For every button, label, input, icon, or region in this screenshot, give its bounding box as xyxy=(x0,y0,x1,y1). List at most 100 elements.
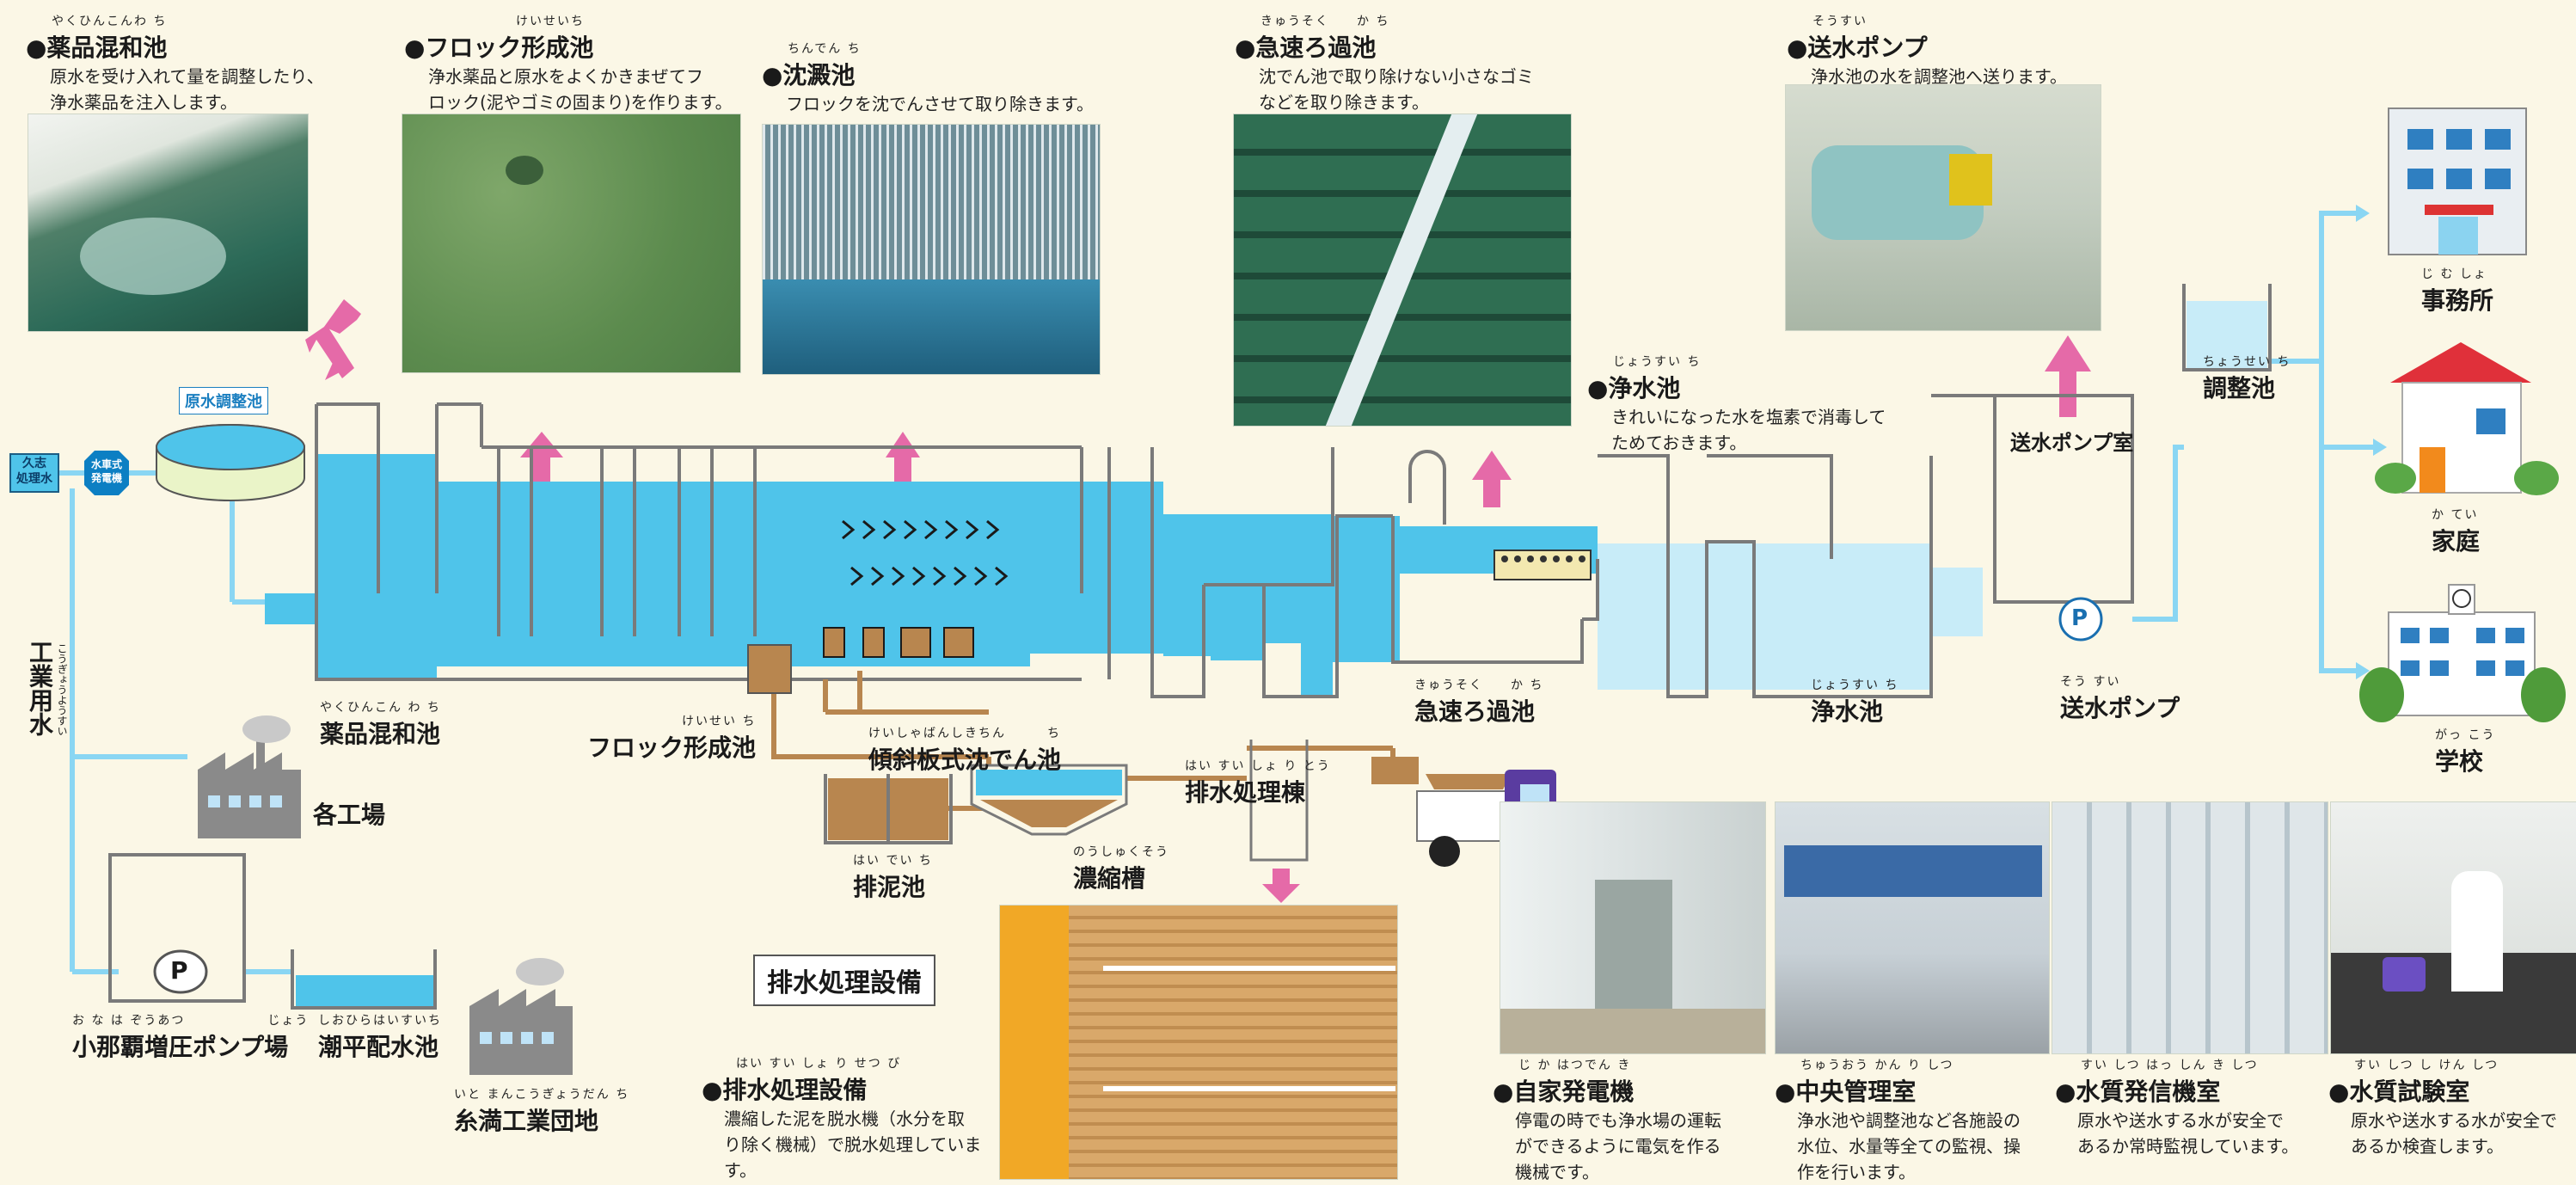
section-title: ●水質試験室 xyxy=(2328,1078,2470,1106)
section-desc: ロック(泥やゴミの固まり)を作ります。 xyxy=(428,92,733,113)
pump-room-label: 送水ポンプ室 xyxy=(2010,431,2134,455)
ruby: はい でい ち xyxy=(853,854,933,868)
section-desc: 沈でん池で取り除けない小さなゴミ xyxy=(1259,66,1534,87)
ruby: がっ こう xyxy=(2435,728,2496,742)
section-ruby: はい すい しょ り せつ び xyxy=(736,1057,902,1071)
thick-label: のうしゅくそう 濃縮槽 xyxy=(1073,843,1169,894)
section-desc: フロックを沈でんさせて取り除きます。 xyxy=(786,94,1094,114)
section-clear-text: じょうすい ち ●浄水池 きれいになった水を塩素で消毒して ためておきます。 xyxy=(1587,353,1948,456)
section-desc: ためておきます。 xyxy=(1611,433,1747,453)
section-desc: 停電の時でも浄水場の運転 xyxy=(1515,1110,1721,1131)
label: 事務所 xyxy=(2421,286,2494,315)
factory-icon xyxy=(469,958,573,1075)
label: 潮平配水池 xyxy=(318,1033,439,1061)
section-lab-text: すい しつ し けん しつ ●水質試験室 原水や送水する水が安全で あるか検査し… xyxy=(2328,1056,2576,1159)
school-label: がっ こう 学校 xyxy=(2435,726,2495,777)
mixing-label: やくひんこん わ ち 薬品混和池 xyxy=(320,698,441,750)
section-title: ●浄水池 xyxy=(1587,374,1681,402)
photo-mixing-basin xyxy=(28,114,309,332)
filter-bed xyxy=(1493,550,1592,580)
section-pump-text: そうすい ●送水ポンプ 浄水池の水を調整池へ送ります。 xyxy=(1787,12,2148,89)
section-ruby: すい しつ し けん しつ xyxy=(2354,1059,2499,1072)
label: 急速ろ過池 xyxy=(1414,697,1536,726)
section-filter-text: きゅうそく か ち ●急速ろ過池 沈でん池で取り除けない小さなゴミ などを取り除… xyxy=(1235,12,1596,115)
onaha-pump-icon xyxy=(108,853,246,1003)
section-ruby: きゅうそく か ち xyxy=(1260,15,1390,28)
section-desc: あるか常時監視しています。 xyxy=(2077,1136,2299,1157)
up-arrow xyxy=(2045,335,2091,371)
school-icon xyxy=(2359,584,2566,722)
floc-label: けいせい ち フロック形成池 xyxy=(587,712,756,764)
generator-octagon xyxy=(84,451,129,495)
source-box xyxy=(9,453,59,493)
down-arrow xyxy=(1262,869,1300,903)
ruby: いと まんこうぎょうだん ち xyxy=(454,1088,630,1102)
up-arrow xyxy=(1483,478,1500,507)
raw-water-basin xyxy=(156,424,305,470)
section-desc: 原水や送水する水が安全で xyxy=(2351,1110,2557,1131)
pump-p-symbol: P xyxy=(2071,605,2088,631)
up-arrow xyxy=(2059,370,2076,417)
section-ruby: そうすい xyxy=(1812,15,1868,28)
photo-filter-basin xyxy=(1233,114,1572,427)
label: 浄水池 xyxy=(1811,697,1884,726)
section-title: ●中央管理室 xyxy=(1775,1078,1917,1106)
pump-label: そう すい 送水ポンプ xyxy=(2060,672,2180,724)
section-ruby: ちゅうおう かん り しつ xyxy=(1800,1059,1954,1072)
industrial-ruby: こうぎょうようすい xyxy=(56,643,68,736)
office-building-icon xyxy=(2388,107,2527,255)
photo-generator xyxy=(1500,801,1766,1054)
photo-settling-basin xyxy=(762,124,1101,375)
section-desc: す。 xyxy=(724,1160,757,1181)
label: 学校 xyxy=(2435,747,2484,776)
factory-icon xyxy=(198,715,301,838)
generator-label: 水車式 発電機 xyxy=(86,457,127,485)
section-title: ●急速ろ過池 xyxy=(1235,34,1377,62)
ruby: しおひらはいすいち xyxy=(318,1014,442,1028)
label: フロック形成池 xyxy=(587,734,757,762)
section-settle-text: ちんでん ち ●沈澱池 フロックを沈でんさせて取り除きます。 xyxy=(762,40,1123,117)
section-desc: あるか検査します。 xyxy=(2351,1136,2504,1157)
up-arrow xyxy=(886,432,920,457)
label: 小那覇増圧ポンプ場 xyxy=(72,1033,289,1061)
regulating-label: ちょうせい ち 調整池 xyxy=(2203,353,2291,404)
section-desc: 浄水薬品と原水をよくかきまぜてフ xyxy=(428,66,703,87)
source-label-line2: 処理水 xyxy=(16,472,52,486)
section-generator-text: じ か はつでん き ●自家発電機 停電の時でも浄水場の運転 ができるように電気… xyxy=(1493,1056,1768,1185)
section-title: ●排水処理設備 xyxy=(702,1076,868,1104)
section-desc: きれいになった水を塩素で消毒して xyxy=(1611,407,1886,427)
onaha-label: お な は ぞうあつ じょう 小那覇増圧ポンプ場 xyxy=(72,1011,309,1063)
section-desc: 水位、水量等全ての監視、操 xyxy=(1797,1136,2021,1157)
section-ruby: じ か はつでん き xyxy=(1518,1059,1632,1072)
ruby: じょうすい ち xyxy=(1811,678,1899,692)
itoman-label: いと まんこうぎょうだん ち 糸満工業団地 xyxy=(454,1085,629,1137)
section-ruby: すい しつ はっ しん き しつ xyxy=(2081,1059,2259,1072)
industrial-water-label: 工業用水 xyxy=(22,640,57,736)
waste-box-label: 排水処理設備 xyxy=(753,955,935,1006)
up-arrow xyxy=(1472,451,1512,480)
section-title: ●フロック形成池 xyxy=(404,34,594,62)
up-left-arrow xyxy=(305,325,354,378)
section-floc-text: けいせいち ●フロック形成池 浄水薬品と原水をよくかきまぜてフ ロック(泥やゴミ… xyxy=(404,12,765,115)
waste-bldg-label: はい すい しょ り とう 排水処理棟 xyxy=(1185,757,1331,808)
ruby: はい すい しょ り とう xyxy=(1185,759,1331,773)
label: 家庭 xyxy=(2432,527,2481,556)
ruby: か てい xyxy=(2432,508,2479,522)
generator-label-line2: 発電機 xyxy=(90,472,122,484)
industrial-water-text: 工業用水 xyxy=(26,640,54,736)
ruby: けいしゃばんしきちん ち xyxy=(868,727,1061,740)
section-title: ●薬品混和池 xyxy=(26,34,168,62)
label: 糸満工業団地 xyxy=(454,1107,599,1135)
section-desc: ができるように電気を作る xyxy=(1515,1136,1721,1157)
section-desc: 機械です。 xyxy=(1515,1162,1599,1182)
section-ruby: じょうすい ち xyxy=(1613,355,1702,369)
up-arrow xyxy=(324,299,361,334)
photo-control-room xyxy=(1775,801,2050,1054)
label: 濃縮槽 xyxy=(1073,864,1146,893)
section-title: ●水質発信機室 xyxy=(2055,1078,2221,1106)
inclined-plates xyxy=(842,519,1009,586)
section-desc: 原水を受け入れて量を調整したり、 xyxy=(50,66,324,87)
section-title: ●自家発電機 xyxy=(1493,1078,1635,1106)
up-arrow xyxy=(520,432,563,482)
